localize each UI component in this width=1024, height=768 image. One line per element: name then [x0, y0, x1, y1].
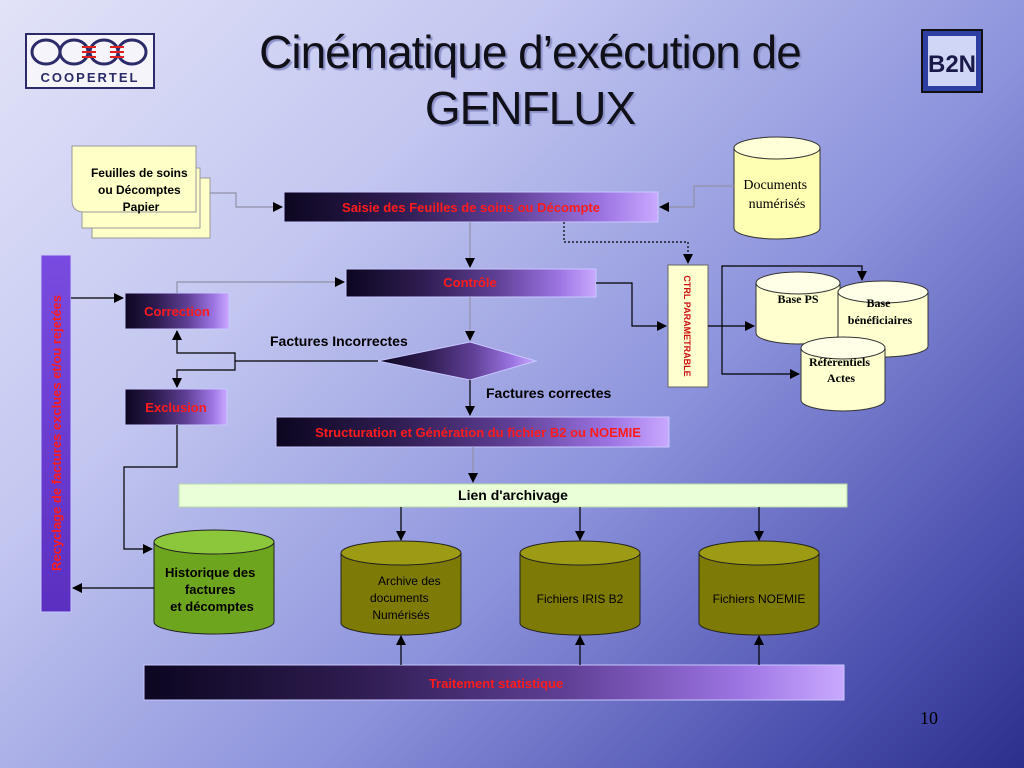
feuilles-line-2: ou Décomptes	[98, 183, 181, 197]
page-title: Cinématique d’exécution de GENFLUX	[230, 24, 830, 136]
archive-cylinder: Archive des documents Numérisés	[340, 540, 462, 636]
svg-text:Lien d'archivage: Lien d'archivage	[458, 487, 568, 503]
documents-numerises-cylinder: Documents numérisés	[733, 136, 821, 240]
noemie-cylinder: Fichiers NOEMIE	[698, 540, 820, 636]
saisie-box: Saisie des Feuilles de soins ou Décompte	[283, 191, 659, 223]
svg-text:Base PS: Base PS	[777, 292, 818, 306]
svg-text:Structuration et Génération du: Structuration et Génération du fichier B…	[315, 425, 641, 440]
svg-text:Exclusion: Exclusion	[145, 400, 206, 415]
title-line-2: GENFLUX	[424, 82, 636, 134]
iris-cylinder: Fichiers IRIS B2	[519, 540, 641, 636]
svg-text:Contrôle: Contrôle	[443, 275, 496, 290]
svg-text:Archive des documents: Archive des documents Numérisés	[370, 574, 444, 622]
svg-text:Fichiers IRIS B2: Fichiers IRIS B2	[537, 592, 624, 606]
svg-text:Historique des factures: Historique des factures et décomptes	[165, 565, 259, 614]
svg-text:Correction: Correction	[144, 304, 210, 319]
base-ps-cylinder: Base PS	[755, 271, 841, 345]
svg-text:Fichiers NOEMIE: Fichiers NOEMIE	[713, 592, 806, 606]
svg-text:CTRL PARAMETRABLE: CTRL PARAMETRABLE	[682, 275, 692, 376]
svg-text:Base bénéficiaires: Base bénéficiaires	[848, 296, 913, 327]
feuilles-line-1: Feuilles de soins	[91, 166, 188, 180]
feuilles-documents: Feuilles de soins ou Décomptes Papier	[71, 145, 211, 239]
page-number: 10	[920, 708, 938, 728]
title-line-1: Cinématique d’exécution de	[259, 26, 802, 78]
historique-cylinder: Historique des factures et décomptes	[153, 529, 275, 635]
coopertel-logo-text: COOPERTEL	[41, 70, 140, 85]
b2n-logo: B2N	[921, 29, 983, 93]
connectors	[71, 185, 867, 665]
factures-correctes-label: Factures correctes	[486, 385, 612, 401]
lien-archivage-box: Lien d'archivage	[178, 483, 848, 508]
coopertel-logo: COOPERTEL	[25, 33, 155, 89]
feuilles-line-3: Papier	[123, 200, 160, 214]
ctrl-parametrable-box: CTRL PARAMETRABLE	[667, 264, 709, 388]
structuration-box: Structuration et Génération du fichier B…	[275, 416, 670, 448]
referentiels-actes-cylinder: Référentiels Actes	[800, 336, 886, 412]
exclusion-box: Exclusion	[124, 388, 228, 426]
svg-text:Traitement statistique: Traitement statistique	[429, 676, 563, 691]
svg-text:Feuilles de soins ou Déc: Feuilles de soins ou Décomptes Papier	[91, 166, 191, 214]
svg-text:Documents numérisés: Documents numérisés	[743, 178, 810, 212]
factures-incorrectes-label: Factures Incorrectes	[270, 333, 408, 349]
svg-text:Recyclage de factures exclues: Recyclage de factures exclues et/ou reje…	[49, 295, 64, 571]
recyclage-bar: Recyclage de factures exclues et/ou reje…	[40, 254, 72, 613]
controle-box: Contrôle	[345, 268, 597, 298]
correction-box: Correction	[124, 292, 230, 330]
traitement-statistique-box: Traitement statistique	[143, 664, 845, 701]
svg-text:Saisie des Feuilles de soins o: Saisie des Feuilles de soins ou Décompte	[342, 200, 600, 215]
decision-diamond	[377, 341, 538, 381]
svg-text:Référentiels Actes: Référentiels Actes	[809, 355, 873, 385]
b2n-logo-text: B2N	[928, 51, 976, 78]
